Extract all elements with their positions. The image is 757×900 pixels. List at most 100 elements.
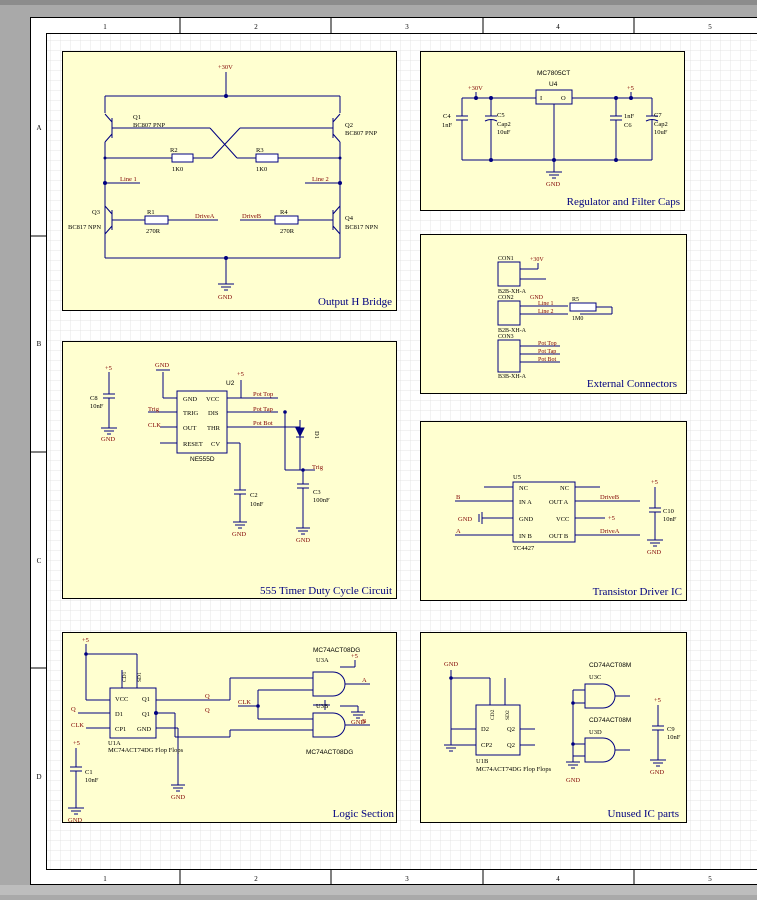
c2-value: 10nF [250, 501, 264, 508]
u1b-pin-cp2: CP2 [481, 742, 492, 749]
q2-part: BC807 PNP [345, 130, 377, 137]
col-label-2: 2 [254, 23, 258, 31]
c1-value: 10nF [85, 777, 99, 784]
u5-pin-gnd: GND [519, 516, 533, 523]
u2-pin-thr: THR [207, 425, 221, 432]
driver-gnd-c10: GND [647, 549, 661, 556]
u5-pin-vcc: VCC [556, 516, 569, 523]
q4-ref: Q4 [345, 215, 354, 222]
unused-gnd-gates: GND [566, 777, 580, 784]
col-label-1-bottom: 1 [103, 875, 107, 883]
q2-ref: Q2 [345, 122, 353, 129]
u5-pin-in-a: IN A [519, 499, 532, 506]
u1a-ref: U1A [108, 740, 121, 747]
logic-net-clk-l: CLK [71, 722, 84, 729]
u1b-pin-d2: D2 [481, 726, 489, 733]
unused-gates-bottom: CD74ACT08M [589, 717, 631, 724]
con-net-line2: Line 2 [538, 309, 554, 315]
q3-ref: Q3 [92, 209, 100, 216]
col-label-5-bottom: 5 [708, 875, 712, 883]
block-connectors: CON1 B2B-XH-A CON2 B2B-XH-A CON3 B3B-XH-… [421, 235, 687, 394]
gates-bottom-part: MC74ACT08DG [306, 749, 353, 756]
c9-value: 10nF [667, 734, 681, 741]
col-label-1: 1 [103, 23, 107, 31]
timer-net-trig-right: Trig [312, 464, 324, 471]
unused-supply-c9: +5 [654, 697, 661, 704]
c5-part: Cap2 [497, 121, 511, 128]
con-net-pot-bot: Pot Bot [538, 357, 557, 363]
logic-supply-top: +5 [82, 637, 89, 644]
timer-gnd-c8: GND [101, 436, 115, 443]
u5-part: TC4427 [513, 545, 535, 552]
block-title-driver: Transistor Driver IC [593, 586, 682, 598]
c10-value: 10nF [663, 516, 677, 523]
c4-ref: C4 [443, 113, 451, 120]
u1a-pin-gnd: GND [137, 726, 151, 733]
u5-pin-nc-r: NC [560, 485, 569, 492]
logic-supply-gate: +5 [351, 653, 358, 660]
r3-ref: R3 [256, 147, 264, 154]
logic-net-q: Q [205, 693, 210, 700]
con-net-pot-tap: Pot Tap [538, 349, 556, 355]
driver-net-gnd: GND [458, 516, 472, 523]
u3b-ref: U3B [316, 703, 329, 710]
u3c-ref: U3C [589, 674, 601, 681]
regulator-supply-in: +30V [468, 85, 483, 92]
logic-net-qbar-l: Q [71, 706, 76, 713]
u3d-ref: U3D [589, 729, 602, 736]
con-net-pot-top: Pot Top [538, 341, 557, 347]
block-logic: VCC D1 CP1 Q1 Q1 GND CD1 SD1 U1A MC74ACT… [63, 633, 397, 825]
timer-net-pot-tap: Pot Tap [253, 406, 273, 413]
block-regulator: MC7805CT U4 I O C4 1nF C5 Cap2 10uF 1nF … [421, 52, 685, 211]
timer-net-pot-top: Pot Top [253, 391, 273, 398]
driver-supply-pin: +5 [608, 515, 615, 522]
driver-supply-c10: +5 [651, 479, 658, 486]
u5-pin-out-b: OUT B [549, 533, 569, 540]
row-label-a: A [36, 124, 41, 132]
u2-ref: U2 [226, 380, 235, 387]
timer-gnd-c2: GND [232, 531, 246, 538]
u4-pin-in: I [540, 95, 542, 102]
c7-ref: C7 [654, 112, 662, 119]
u2-pin-dis: DIS [208, 410, 219, 417]
logic-net-clk-m: CLK [238, 699, 251, 706]
u1a-pin-cp1: CP1 [115, 726, 126, 733]
u5-pin-nc-l: NC [519, 485, 528, 492]
net-line1: Line 1 [120, 176, 137, 183]
logic-gnd-gate: GND [351, 719, 365, 726]
c6-value: 1nF [624, 113, 635, 120]
c2-ref: C2 [250, 492, 258, 499]
col-label-4-bottom: 4 [556, 875, 560, 883]
u1a-part: MC74ACT74DG Flop Flops [108, 747, 184, 754]
c10-ref: C10 [663, 508, 674, 515]
u2-pin-cv: CV [211, 441, 220, 448]
regulator-supply-out: +5 [627, 85, 634, 92]
r4-value: 270R [280, 228, 295, 235]
logic-net-a: A [362, 677, 367, 684]
r5-ref: R5 [572, 297, 579, 303]
timer-gnd-top: GND [155, 362, 169, 369]
hbridge-gnd: GND [218, 294, 232, 301]
block-title-connectors: External Connectors [587, 378, 677, 390]
logic-supply-c1: +5 [73, 740, 80, 747]
c7-part: Cap2 [654, 121, 668, 128]
timer-net-clk: CLK [148, 422, 161, 429]
u1b-pin-cd2: CD2 [490, 709, 496, 720]
row-label-c: C [37, 557, 42, 565]
c6-ref: C6 [624, 122, 632, 129]
driver-net-driveb: DriveB [600, 494, 620, 501]
r4-ref: R4 [280, 209, 288, 216]
r1-value: 270R [146, 228, 161, 235]
regulator-gnd: GND [546, 181, 560, 188]
u4-part: MC7805CT [537, 70, 570, 77]
c5-ref: C5 [497, 112, 505, 119]
con-net-30v: +30V [530, 257, 544, 263]
u2-pin-trig: TRIG [183, 410, 198, 417]
con1-ref: CON1 [498, 256, 514, 262]
logic-gnd-u1a: GND [171, 794, 185, 801]
r5-value: 1M0 [572, 316, 583, 322]
block-555-timer: U2 NE555D GND VCC TRIG DIS OUT THR RESET… [63, 342, 397, 599]
u1a-pin-q1: Q1 [142, 696, 150, 703]
block-title-timer: 555 Timer Duty Cycle Circuit [260, 585, 392, 597]
timer-gnd-c3: GND [296, 537, 310, 544]
